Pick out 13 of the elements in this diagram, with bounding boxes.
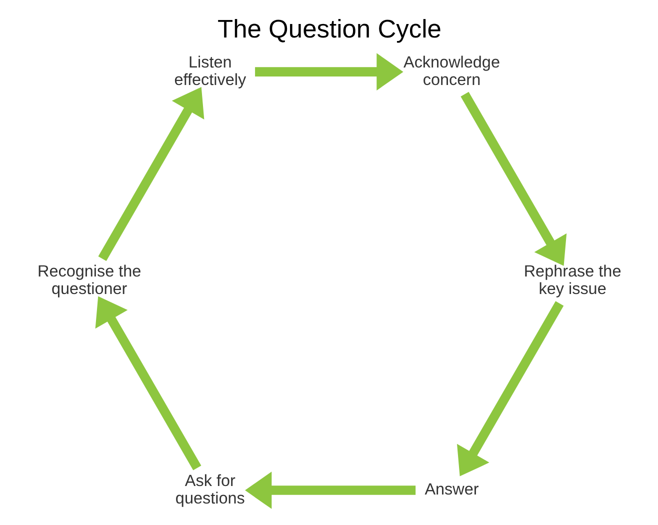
arrow <box>456 301 564 476</box>
arrow <box>94 296 201 470</box>
node-text: Listen effectively <box>174 53 246 89</box>
node-text: Acknowledge concern <box>403 53 500 89</box>
node-text: Recognise the questioner <box>37 262 141 298</box>
node-text: Answer <box>424 480 478 499</box>
node-text: Ask for questions <box>174 472 244 508</box>
node-text: Rephrase the key issue <box>523 262 621 298</box>
arrow <box>254 53 403 90</box>
arrow <box>460 92 566 266</box>
arrow <box>244 472 416 509</box>
diagram-title: The Question Cycle <box>217 16 441 44</box>
arrow <box>98 87 204 261</box>
